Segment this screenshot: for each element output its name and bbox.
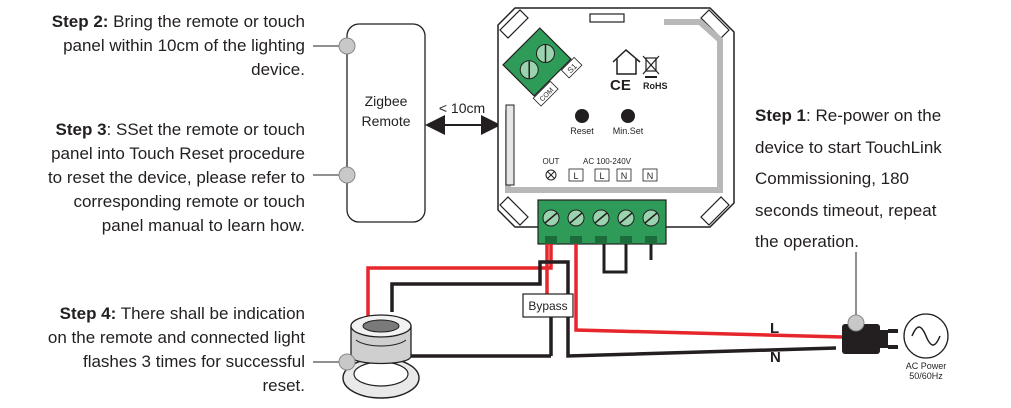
min-set-button-label: Min.Set	[613, 126, 644, 136]
step-1-title: Step 1	[755, 106, 807, 125]
step-4-text: Step 4: There shall be indication on the…	[48, 302, 305, 398]
step-1-line-1: : Re-power on the	[806, 106, 942, 125]
ac-power-label-1: AC Power	[906, 361, 947, 371]
step-1-line-3: Commissioning, 180	[755, 169, 910, 188]
step-1-line-5: the operation.	[755, 232, 859, 251]
wire-neutral-bridge	[602, 244, 628, 274]
step-3-marker	[338, 166, 356, 184]
step-4-line-3: flashes 3 times for successful	[82, 352, 305, 371]
out-label: OUT	[543, 157, 560, 166]
remote-label-line-1: Zigbee	[365, 93, 408, 109]
bypass-box	[522, 293, 574, 318]
wire-live-to-light	[366, 244, 553, 318]
step-4-line-4: reset.	[262, 376, 305, 395]
terminal-label-1: L	[573, 171, 578, 181]
step-3-line-5: panel manual to learn how.	[101, 216, 305, 235]
antenna-strip	[505, 104, 515, 186]
step-3-line-2: panel into Touch Reset procedure	[51, 144, 305, 163]
step-4-line-1: There shall be indication	[116, 304, 305, 323]
step-1-line-2: device to start TouchLink	[755, 137, 942, 157]
ac-label: AC 100-240V	[583, 157, 632, 166]
step-2-line-1: Bring the remote or touch	[108, 12, 305, 31]
step-4-marker	[338, 353, 356, 371]
device-slot	[589, 13, 625, 23]
step-2-line-2: panel within 10cm of the lighting	[63, 36, 305, 55]
step-2-marker	[338, 37, 356, 55]
step-3-line-4: corresponding remote or touch	[73, 192, 305, 211]
wire-neutral	[390, 260, 837, 358]
bypass-label: Bypass	[528, 299, 567, 313]
step-3-line-1: : SSet the remote or touch	[106, 120, 305, 139]
step-2-line-3: device.	[251, 60, 305, 79]
step-2-text: Step 2: Bring the remote or touch panel …	[52, 10, 305, 82]
step-2-title: Step 2:	[51, 12, 109, 31]
main-terminal-block	[537, 199, 667, 245]
power-plug	[842, 314, 898, 354]
remote-label-line-2: Remote	[361, 113, 410, 129]
step-4-line-2: on the remote and connected light	[47, 328, 305, 347]
zigbee-remote: Zigbee Remote	[346, 23, 426, 223]
dimmer-device: S1 COM CE RoHS Reset Min.Set OUT AC 100-…	[497, 7, 735, 245]
downlight-fixture	[342, 314, 420, 399]
rohs-mark: RoHS	[643, 81, 668, 91]
step-3-text: Step 3: SSet the remote or touch panel i…	[48, 118, 305, 238]
step-4-title: Step 4:	[59, 304, 117, 323]
home-icon	[612, 48, 641, 75]
step-3-line-3: to reset the device, please refer to	[47, 168, 305, 187]
terminal-label-3: N	[621, 171, 628, 181]
neutral-label: N	[770, 349, 781, 366]
ac-power-label-2: 50/60Hz	[909, 371, 943, 381]
reset-button-label: Reset	[570, 126, 594, 136]
ce-mark: CE	[610, 77, 631, 94]
step-1-text: Step 1: Re-power on the device to start …	[755, 100, 942, 258]
step-3-title: Step 3	[55, 120, 107, 139]
distance-label: < 10cm	[439, 100, 485, 116]
out-terminal-icon	[545, 169, 557, 181]
live-label: L	[770, 320, 779, 337]
step-1-line-4: seconds timeout, repeat	[755, 200, 937, 220]
reset-button[interactable]	[575, 109, 589, 123]
ac-power-icon	[903, 313, 949, 359]
wire-live-in	[574, 244, 843, 339]
step-1-marker	[847, 314, 865, 332]
switch-terminal-block	[502, 27, 572, 97]
terminal-label-4: N	[647, 171, 654, 181]
weee-bin-icon	[642, 55, 660, 78]
terminal-label-2: L	[599, 171, 604, 181]
min-set-button[interactable]	[621, 109, 635, 123]
